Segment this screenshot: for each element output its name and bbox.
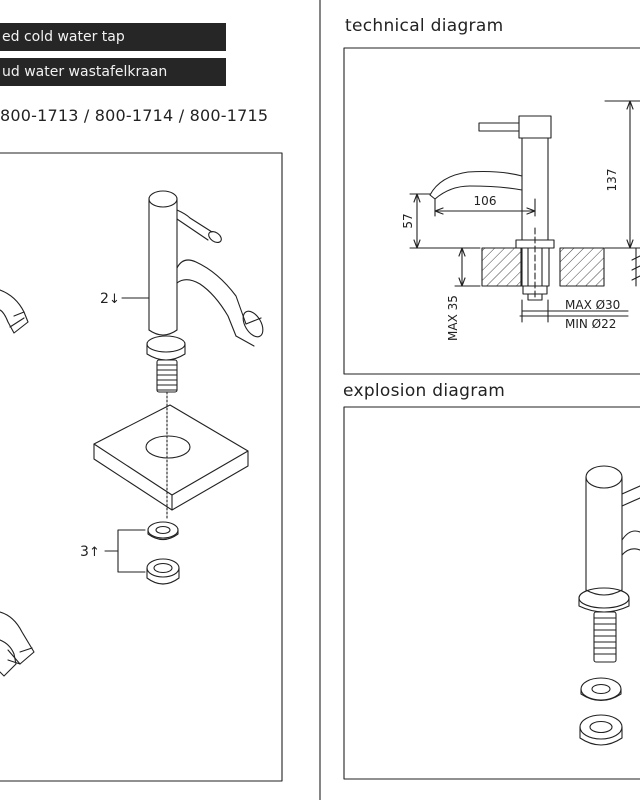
technical-diagram-title: technical diagram [345,16,504,36]
technical-countertop [481,247,605,287]
partial-tap-bottom [0,611,35,677]
dim-max-thickness-label: MAX 35 [446,295,460,341]
explosion-nut [579,714,623,746]
assembly-frame [0,152,283,782]
dim-min-hole-label: MIN Ø22 [565,317,616,331]
dim-spout-height-label: 57 [401,213,415,228]
explosion-diagram-title: explosion diagram [343,381,506,401]
exploded-washer [147,521,179,541]
arrow-up-icon: ↑ [89,545,100,560]
dim-max-hole-label: MAX Ø30 [565,298,620,312]
explosion-frame [343,406,640,780]
exploded-nut [146,558,180,585]
step-3-label: 3 [80,544,89,560]
exploded-threaded-rod [156,359,178,521]
explosion-threaded-rod [593,611,617,663]
exploded-mounting-plate [93,404,249,511]
explosion-washer [580,677,622,702]
dim-reach-label: 106 [474,194,497,208]
explosion-tap-body [578,465,640,613]
technical-dimension-lines [409,100,640,323]
technical-tap-profile [429,115,555,301]
exploded-tap-body [146,190,264,361]
product-codes: 800-1713 / 800-1714 / 800-1715 [0,106,269,125]
step-3-bracket [104,529,146,573]
title-banner-english: ed cold water tap [0,23,226,51]
partial-tap-top [0,289,29,334]
dim-height-label: 137 [605,169,619,192]
arrow-down-icon: ↓ [109,292,120,307]
technical-frame [343,47,640,375]
title-banner-dutch: ud water wastafelkraan [0,58,226,86]
step-2-label: 2 [100,291,109,307]
